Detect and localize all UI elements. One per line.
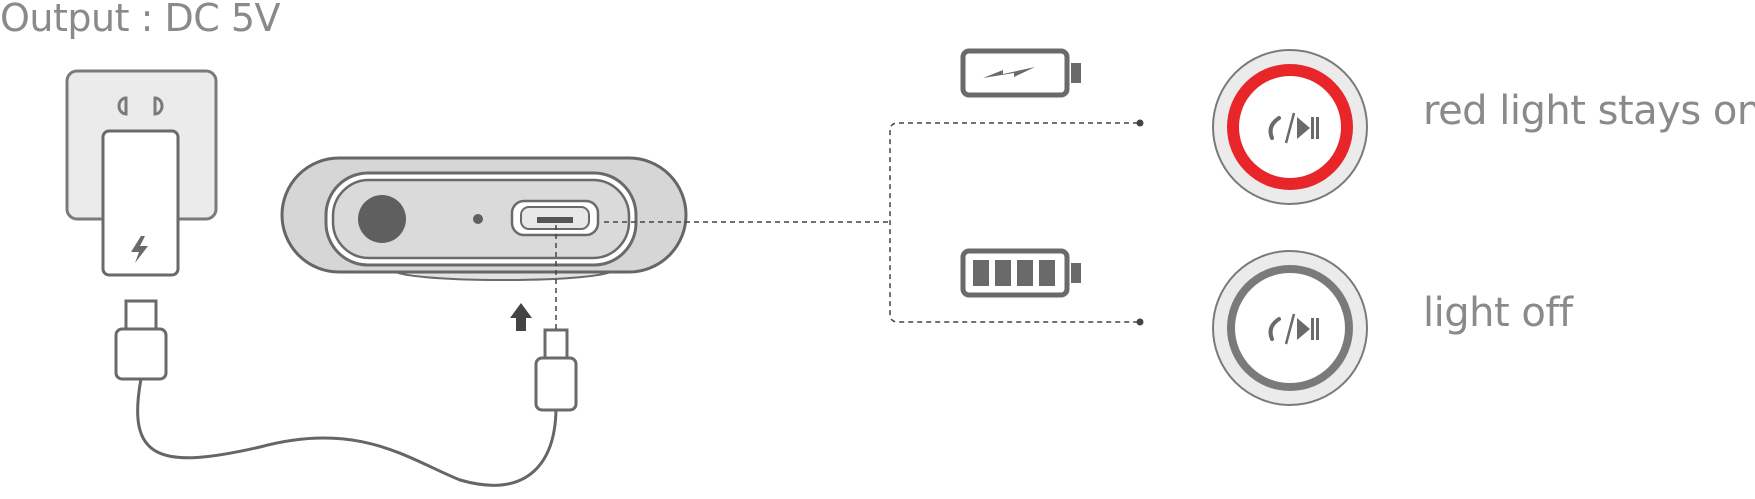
- device-button: [358, 195, 406, 243]
- socket-hole-left: [117, 96, 128, 116]
- status-charging-label: red light stays on: [1423, 88, 1755, 134]
- lightning-icon: [131, 236, 148, 263]
- button-red-light: [1212, 49, 1368, 205]
- usb-a-plug: [114, 299, 168, 381]
- battery-charging-icon: [960, 48, 1081, 98]
- button-light-off: [1212, 250, 1368, 406]
- up-arrow-icon: [510, 303, 532, 331]
- call-play-pause-icon: [1268, 313, 1319, 345]
- call-play-pause-icon: [1268, 112, 1319, 144]
- headphone-device: [280, 156, 688, 281]
- status-full-label: light off: [1423, 290, 1573, 336]
- leader-lines: [555, 122, 1138, 330]
- usb-charger: [101, 129, 180, 277]
- battery-full-icon: [960, 248, 1081, 298]
- charging-cable: [136, 378, 558, 487]
- socket-hole-right: [153, 96, 164, 116]
- micro-usb-plug: [534, 328, 578, 412]
- indicator-hole: [473, 214, 483, 224]
- output-title: Output : DC 5V: [0, 0, 281, 40]
